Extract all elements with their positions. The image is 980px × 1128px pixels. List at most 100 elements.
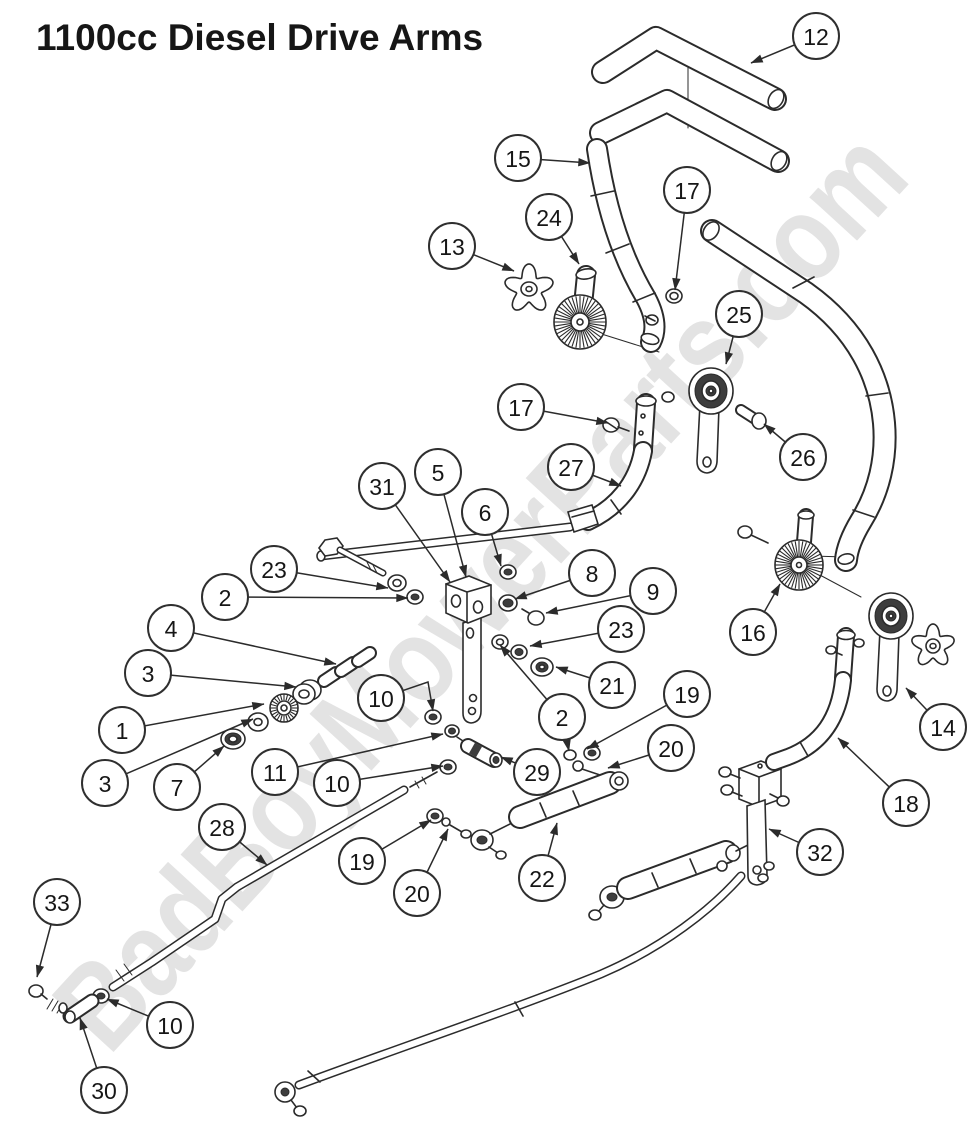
- callout-30: 30: [79, 1017, 128, 1114]
- callout-21: 21: [555, 661, 636, 709]
- callout-10: 10: [106, 998, 194, 1049]
- callout-number: 4: [165, 616, 178, 642]
- callout-balloon: [81, 759, 129, 807]
- callout-number: 20: [404, 881, 430, 907]
- callout-number: 14: [930, 715, 956, 741]
- callout-balloon: [715, 290, 763, 338]
- callout-balloon: [538, 693, 586, 741]
- callout-17: 17: [497, 383, 609, 431]
- part-pin-26: [735, 404, 767, 430]
- part-damper-lower: [588, 840, 749, 921]
- part-handlebar-left: [586, 26, 790, 353]
- callout-number: 17: [674, 178, 700, 204]
- callout-balloon: [393, 869, 441, 917]
- part-hardware-cluster-right: [491, 564, 554, 677]
- callout-number: 25: [726, 302, 752, 328]
- callout-1: 1: [98, 701, 265, 754]
- callout-balloon: [358, 462, 406, 510]
- callout-balloon: [201, 573, 249, 621]
- callout-balloon: [124, 649, 172, 697]
- callout-8: 8: [514, 549, 616, 600]
- part-arm-18: [765, 627, 865, 771]
- callout-balloon: [497, 383, 545, 431]
- part-arm-27: [316, 391, 675, 562]
- callout-number: 2: [219, 585, 232, 611]
- part-rod-lower: [274, 871, 746, 1117]
- callout-number: 31: [369, 474, 395, 500]
- callout-13: 13: [428, 222, 515, 272]
- callout-balloon: [338, 837, 386, 885]
- callout-22: 22: [518, 822, 566, 902]
- callout-number: 10: [368, 686, 394, 712]
- callout-number: 18: [893, 791, 919, 817]
- callout-10: 10: [357, 674, 436, 722]
- callout-number: 10: [324, 771, 350, 797]
- callout-balloon: [357, 674, 405, 722]
- callout-26: 26: [763, 423, 827, 481]
- part-friction-wheel-16: [737, 508, 824, 591]
- part-damper-22: [426, 771, 629, 860]
- part-knob-14: [911, 623, 955, 666]
- callout-7: 7: [153, 745, 225, 811]
- callout-6: 6: [461, 488, 509, 567]
- callout-balloon: [147, 604, 195, 652]
- callout-number: 19: [349, 849, 375, 875]
- callout-31: 31: [358, 462, 451, 583]
- callout-2: 2: [201, 573, 409, 621]
- callout-2: 2: [499, 644, 586, 752]
- callout-16: 16: [729, 583, 781, 656]
- callout-balloon: [663, 670, 711, 718]
- callout-balloon: [729, 608, 777, 656]
- callout-balloon: [80, 1066, 128, 1114]
- callout-leader: [147, 672, 297, 691]
- callout-number: 27: [558, 455, 584, 481]
- callout-number: 21: [599, 673, 625, 699]
- callout-balloon: [198, 803, 246, 851]
- callout-leader: [170, 627, 337, 666]
- part-rod-28: [28, 785, 409, 1024]
- callout-number: 10: [157, 1013, 183, 1039]
- callout-balloon: [153, 763, 201, 811]
- callout-33: 33: [33, 878, 81, 978]
- callout-balloon: [796, 828, 844, 876]
- callout-leader: [274, 732, 444, 773]
- part-pulley-25: [688, 367, 734, 474]
- callout-17: 17: [663, 166, 711, 291]
- callout-number: 8: [586, 561, 599, 587]
- callout-number: 32: [807, 840, 833, 866]
- callout-number: 24: [536, 205, 562, 231]
- callout-29: 29: [500, 748, 561, 796]
- callout-number: 19: [674, 682, 700, 708]
- callout-number: 3: [99, 771, 112, 797]
- callout-balloon: [146, 1001, 194, 1049]
- callout-balloon: [647, 724, 695, 772]
- callout-balloon: [250, 545, 298, 593]
- diagram-title: 1100cc Diesel Drive Arms: [36, 17, 483, 58]
- callout-balloon: [629, 567, 677, 615]
- callout-15: 15: [494, 134, 591, 182]
- callout-balloon: [547, 443, 595, 491]
- part-friction-wheel-24: [553, 265, 607, 350]
- callout-balloon: [525, 193, 573, 241]
- part-knob-13: [504, 263, 554, 311]
- callout-19: 19: [586, 670, 711, 750]
- callout-number: 30: [91, 1078, 117, 1104]
- callout-number: 13: [439, 234, 465, 260]
- callout-number: 20: [658, 736, 684, 762]
- callout-balloon: [494, 134, 542, 182]
- callout-number: 17: [508, 395, 534, 421]
- callout-number: 3: [142, 661, 155, 687]
- callout-14: 14: [905, 687, 967, 751]
- callout-27: 27: [547, 443, 622, 491]
- part-pulley-right: [868, 592, 914, 702]
- callout-23: 23: [529, 605, 645, 653]
- part-bracket-5: [445, 575, 492, 724]
- callout-balloon: [588, 661, 636, 709]
- callout-4: 4: [147, 604, 337, 666]
- callout-20: 20: [393, 828, 449, 917]
- callout-balloon: [313, 759, 361, 807]
- callout-5: 5: [414, 448, 468, 578]
- callout-balloon: [597, 605, 645, 653]
